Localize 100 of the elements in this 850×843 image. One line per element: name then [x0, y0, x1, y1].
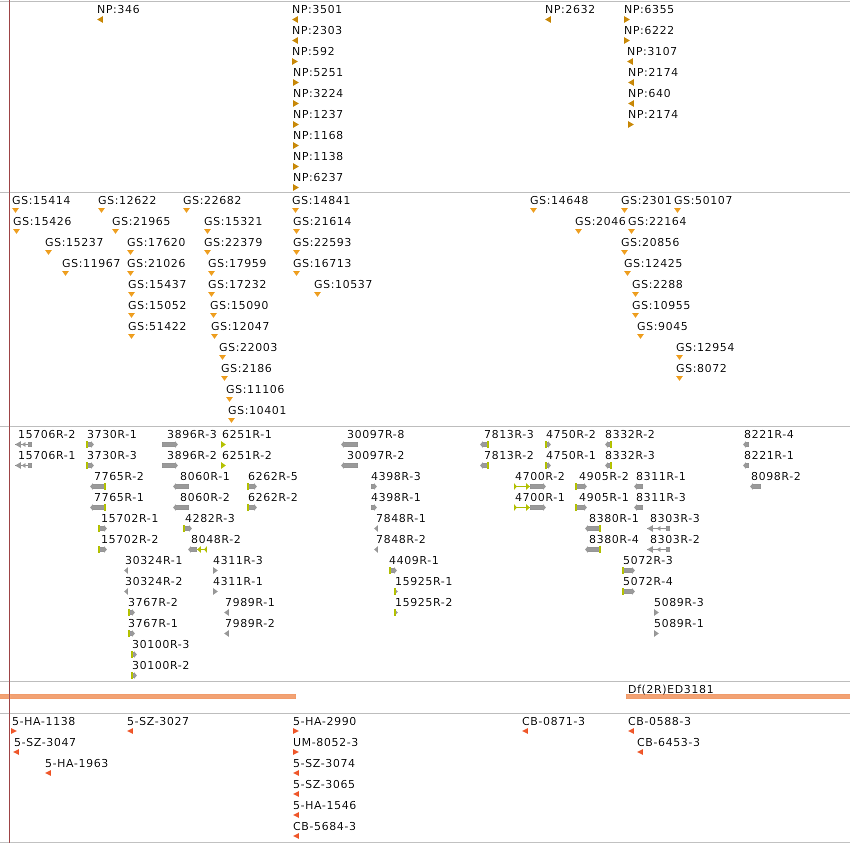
- feature-label: UM-8052-3: [293, 736, 359, 749]
- feature-label: CB-5684-3: [293, 820, 357, 833]
- feature-label: GS:21026: [127, 257, 186, 270]
- feature-label: 8380R-1: [589, 512, 640, 525]
- feature-label: 7989R-2: [225, 617, 276, 630]
- feature-label: 5089R-1: [654, 617, 704, 630]
- feature-label: GS:50107: [674, 194, 734, 207]
- feature-label: 4700R-2: [515, 470, 566, 483]
- feature-label: 5-HA-2990: [293, 715, 357, 728]
- feature-label: 5-SZ-3047: [14, 736, 77, 749]
- feature-label: NP:2174: [628, 66, 679, 79]
- feature-label: GS:16713: [293, 257, 352, 270]
- feature-label: NP:1138: [293, 150, 344, 163]
- feature-label: NP:3107: [627, 45, 678, 58]
- feature-label: NP:346: [97, 3, 140, 16]
- feature-label: 4905R-2: [579, 470, 630, 483]
- feature-label: 7765R-2: [94, 470, 144, 483]
- feature-label: 8221R-1: [744, 449, 794, 462]
- feature-label: 6251R-1: [222, 428, 272, 441]
- feature-label: GS:22003: [219, 341, 278, 354]
- feature-label: NP:3224: [293, 87, 344, 100]
- feature-label: 3767R-2: [128, 596, 178, 609]
- feature-label: 30100R-2: [132, 659, 190, 672]
- feature-label: 3767R-1: [128, 617, 178, 630]
- feature-label: 5-HA-1138: [12, 715, 76, 728]
- feature-label: NP:640: [628, 87, 672, 100]
- feature-label: NP:6237: [293, 171, 344, 184]
- feature-label: 3730R-1: [87, 428, 138, 441]
- feature-label: 8303R-3: [650, 512, 700, 525]
- feature-label: NP:3501: [292, 3, 343, 16]
- feature-label: 30324R-2: [125, 575, 183, 588]
- feature-label: GS:17959: [208, 257, 268, 270]
- feature-label: 15706R-2: [18, 428, 76, 441]
- feature-label: 4282R-3: [185, 512, 236, 525]
- feature-label: NP:5251: [293, 66, 344, 79]
- feature-label: 4700R-1: [515, 491, 566, 504]
- feature-label: GS:12047: [211, 320, 270, 333]
- feature-label: CB-6453-3: [637, 736, 701, 749]
- feature-label: 8060R-2: [180, 491, 230, 504]
- feature-label: GS:12425: [624, 257, 684, 270]
- feature-label: 30097R-8: [347, 428, 405, 441]
- feature-label: 8311R-3: [636, 491, 686, 504]
- feature-label: 7989R-1: [225, 596, 276, 609]
- feature-label: 8221R-4: [744, 428, 794, 441]
- feature-label: 8332R-2: [605, 428, 656, 441]
- feature-label: GS:14648: [530, 194, 590, 207]
- feature-label: GS:22593: [293, 236, 352, 249]
- feature-label: 3896R-3: [167, 428, 218, 441]
- feature-label: 4398R-1: [371, 491, 422, 504]
- feature-label: 7813R-3: [484, 428, 534, 441]
- feature-label: GS:17620: [127, 236, 186, 249]
- feature-label: 5-SZ-3074: [293, 757, 356, 770]
- feature-label: 5072R-3: [623, 554, 674, 567]
- feature-label: 15925R-1: [395, 575, 453, 588]
- feature-label: 15925R-2: [395, 596, 453, 609]
- feature-label: GS:22379: [204, 236, 264, 249]
- feature-label: NP:6355: [624, 3, 675, 16]
- feature-label: GS:20856: [621, 236, 680, 249]
- feature-label: 4398R-3: [371, 470, 422, 483]
- feature-label: GS:2301: [621, 194, 672, 207]
- feature-label: 3896R-2: [167, 449, 218, 462]
- feature-label: 15702R-2: [101, 533, 159, 546]
- feature-label: GS:15426: [13, 215, 72, 228]
- feature-label: GS:10401: [228, 404, 288, 417]
- feature-label: 7813R-2: [484, 449, 534, 462]
- feature-label: CB-0588-3: [628, 715, 692, 728]
- feature-label: 7848R-1: [376, 512, 426, 525]
- feature-label: GS:21965: [112, 215, 172, 228]
- feature-label: 4750R-1: [546, 449, 596, 462]
- feature-label: GS:15052: [128, 299, 188, 312]
- feature-label: NP:2174: [628, 108, 679, 121]
- feature-label: GS:2186: [221, 362, 272, 375]
- feature-label: GS:12622: [98, 194, 158, 207]
- feature-label: GS:17232: [208, 278, 268, 291]
- feature-label: NP:2632: [545, 3, 596, 16]
- feature-label: 8048R-2: [191, 533, 242, 546]
- feature-label: GS:11967: [62, 257, 122, 270]
- feature-label: GS:10955: [632, 299, 692, 312]
- feature-label: CB-0871-3: [522, 715, 586, 728]
- feature-label: GS:2046: [575, 215, 626, 228]
- deletion-label: Df(2R)ED3181: [628, 683, 714, 696]
- feature-label: 30097R-2: [347, 449, 405, 462]
- feature-label: 4750R-2: [546, 428, 596, 441]
- feature-label: NP:2303: [292, 24, 343, 37]
- feature-label: 5-HA-1963: [45, 757, 109, 770]
- feature-label: GS:9045: [637, 320, 688, 333]
- feature-label: 8303R-2: [650, 533, 700, 546]
- feature-label: 15706R-1: [18, 449, 76, 462]
- feature-label: GS:8072: [676, 362, 728, 375]
- feature-label: GS:15437: [128, 278, 188, 291]
- feature-label: 15702R-1: [101, 512, 159, 525]
- feature-label: 7765R-1: [94, 491, 144, 504]
- feature-label: 6251R-2: [222, 449, 272, 462]
- feature-label: 30100R-3: [132, 638, 190, 651]
- feature-label: 5089R-3: [654, 596, 704, 609]
- feature-label: 7848R-2: [376, 533, 426, 546]
- feature-label: GS:21614: [293, 215, 352, 228]
- feature-label: 5-HA-1546: [293, 799, 357, 812]
- feature-label: 8098R-2: [751, 470, 802, 483]
- feature-label: NP:592: [292, 45, 336, 58]
